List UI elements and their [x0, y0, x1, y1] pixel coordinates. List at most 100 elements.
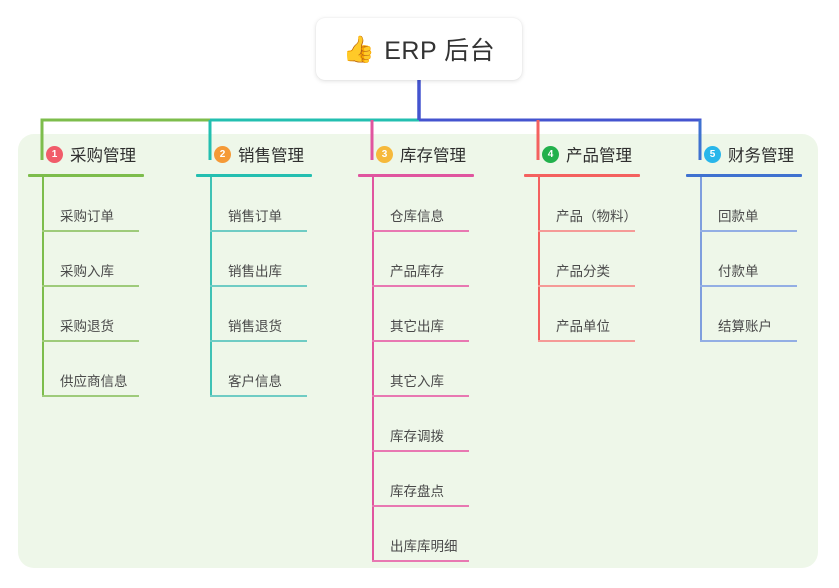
list-item[interactable]: 产品分类 [524, 232, 640, 287]
list-item[interactable]: 销售订单 [196, 177, 312, 232]
column-badge-4: 4 [542, 145, 559, 163]
column-title-1: 采购管理 [70, 147, 136, 165]
list-item-label: 产品（物料） [556, 209, 637, 224]
list-item-label: 出库库明细 [390, 539, 458, 554]
column-title-3: 库存管理 [400, 147, 466, 165]
list-item-label: 客户信息 [228, 374, 282, 389]
list-item-underline [372, 340, 469, 342]
list-item[interactable]: 其它出库 [358, 287, 474, 342]
list-item[interactable]: 采购退货 [28, 287, 144, 342]
list-item-label: 回款单 [718, 209, 759, 224]
list-item-label: 产品单位 [556, 319, 610, 334]
column-3: 3 库存管理仓库信息产品库存其它出库其它入库库存调拨库存盘点出库库明细 [358, 140, 474, 562]
column-spine-3 [372, 177, 374, 562]
list-item-underline [210, 395, 307, 397]
column-4: 4 产品管理产品（物料） 产品分类产品单位 [524, 140, 640, 342]
column-spine-5 [700, 177, 702, 342]
list-item-underline [700, 340, 797, 342]
list-item-label: 采购订单 [60, 209, 114, 224]
list-item[interactable]: 库存盘点 [358, 452, 474, 507]
list-item-underline [372, 395, 469, 397]
list-item-label: 销售退货 [228, 319, 282, 334]
column-underline-4 [524, 174, 640, 177]
list-item[interactable]: 供应商信息 [28, 342, 144, 397]
column-items-4: 产品（物料） 产品分类产品单位 [524, 177, 640, 342]
list-item-underline [372, 285, 469, 287]
list-item[interactable]: 销售退货 [196, 287, 312, 342]
list-item-underline [372, 505, 469, 507]
list-item[interactable]: 回款单 [686, 177, 802, 232]
list-item-label: 库存调拨 [390, 429, 444, 444]
list-item-underline [210, 230, 307, 232]
column-spine-4 [538, 177, 540, 342]
list-item[interactable]: 产品库存 [358, 232, 474, 287]
list-item-label: 付款单 [718, 264, 759, 279]
list-item-underline [700, 230, 797, 232]
column-title-5: 财务管理 [728, 147, 794, 165]
list-item[interactable]: 其它入库 [358, 342, 474, 397]
list-item[interactable]: 采购入库 [28, 232, 144, 287]
column-title-2: 销售管理 [238, 147, 304, 165]
column-items-2: 销售订单销售出库销售退货客户信息 [196, 177, 312, 397]
thumbs-up-icon: 👍 [342, 34, 376, 64]
list-item-label: 其它出库 [390, 319, 444, 334]
column-items-1: 采购订单采购入库采购退货供应商信息 [28, 177, 144, 397]
column-items-5: 回款单付款单结算账户 [686, 177, 802, 342]
column-underline-1 [28, 174, 144, 177]
list-item[interactable]: 结算账户 [686, 287, 802, 342]
column-underline-5 [686, 174, 802, 177]
list-item-label: 供应商信息 [60, 374, 128, 389]
list-item-underline [210, 340, 307, 342]
column-underline-2 [196, 174, 312, 177]
list-item-label: 产品分类 [556, 264, 610, 279]
column-header-5[interactable]: 5 财务管理 [686, 140, 802, 168]
column-2: 2 销售管理销售订单销售出库销售退货客户信息 [196, 140, 312, 397]
column-spine-2 [210, 177, 212, 397]
list-item-label: 仓库信息 [390, 209, 444, 224]
list-item-label: 产品库存 [390, 264, 444, 279]
list-item-underline [372, 230, 469, 232]
list-item-underline [700, 285, 797, 287]
column-header-2[interactable]: 2 销售管理 [196, 140, 312, 168]
list-item-label: 结算账户 [718, 319, 772, 334]
column-header-3[interactable]: 3 库存管理 [358, 140, 474, 168]
list-item[interactable]: 出库库明细 [358, 507, 474, 562]
list-item-label: 采购退货 [60, 319, 114, 334]
list-item-underline [42, 395, 139, 397]
root-node-title: ERP 后台 [384, 37, 496, 65]
column-header-1[interactable]: 1 采购管理 [28, 140, 144, 168]
diagram-panel-background [18, 134, 818, 568]
list-item-underline [372, 560, 469, 562]
list-item-label: 库存盘点 [390, 484, 444, 499]
list-item[interactable]: 销售出库 [196, 232, 312, 287]
list-item-label: 采购入库 [60, 264, 114, 279]
list-item[interactable]: 付款单 [686, 232, 802, 287]
list-item[interactable]: 仓库信息 [358, 177, 474, 232]
column-badge-1: 1 [46, 145, 63, 163]
column-1: 1 采购管理采购订单采购入库采购退货供应商信息 [28, 140, 144, 397]
list-item-underline [210, 285, 307, 287]
column-title-4: 产品管理 [566, 147, 632, 165]
column-header-4[interactable]: 4 产品管理 [524, 140, 640, 168]
column-items-3: 仓库信息产品库存其它出库其它入库库存调拨库存盘点出库库明细 [358, 177, 474, 562]
list-item[interactable]: 产品单位 [524, 287, 640, 342]
list-item[interactable]: 库存调拨 [358, 397, 474, 452]
list-item[interactable]: 采购订单 [28, 177, 144, 232]
list-item-label: 销售订单 [228, 209, 282, 224]
column-badge-5: 5 [704, 145, 721, 163]
list-item-underline [538, 230, 635, 232]
list-item-underline [42, 285, 139, 287]
list-item[interactable]: 产品（物料） [524, 177, 640, 232]
list-item[interactable]: 客户信息 [196, 342, 312, 397]
list-item-label: 其它入库 [390, 374, 444, 389]
column-badge-3: 3 [376, 145, 393, 163]
root-node-erp-backend[interactable]: 👍 ERP 后台 [316, 18, 522, 80]
list-item-label: 销售出库 [228, 264, 282, 279]
column-badge-2: 2 [214, 145, 231, 163]
column-spine-1 [42, 177, 44, 397]
list-item-underline [42, 340, 139, 342]
column-underline-3 [358, 174, 474, 177]
list-item-underline [42, 230, 139, 232]
list-item-underline [538, 285, 635, 287]
list-item-underline [538, 340, 635, 342]
